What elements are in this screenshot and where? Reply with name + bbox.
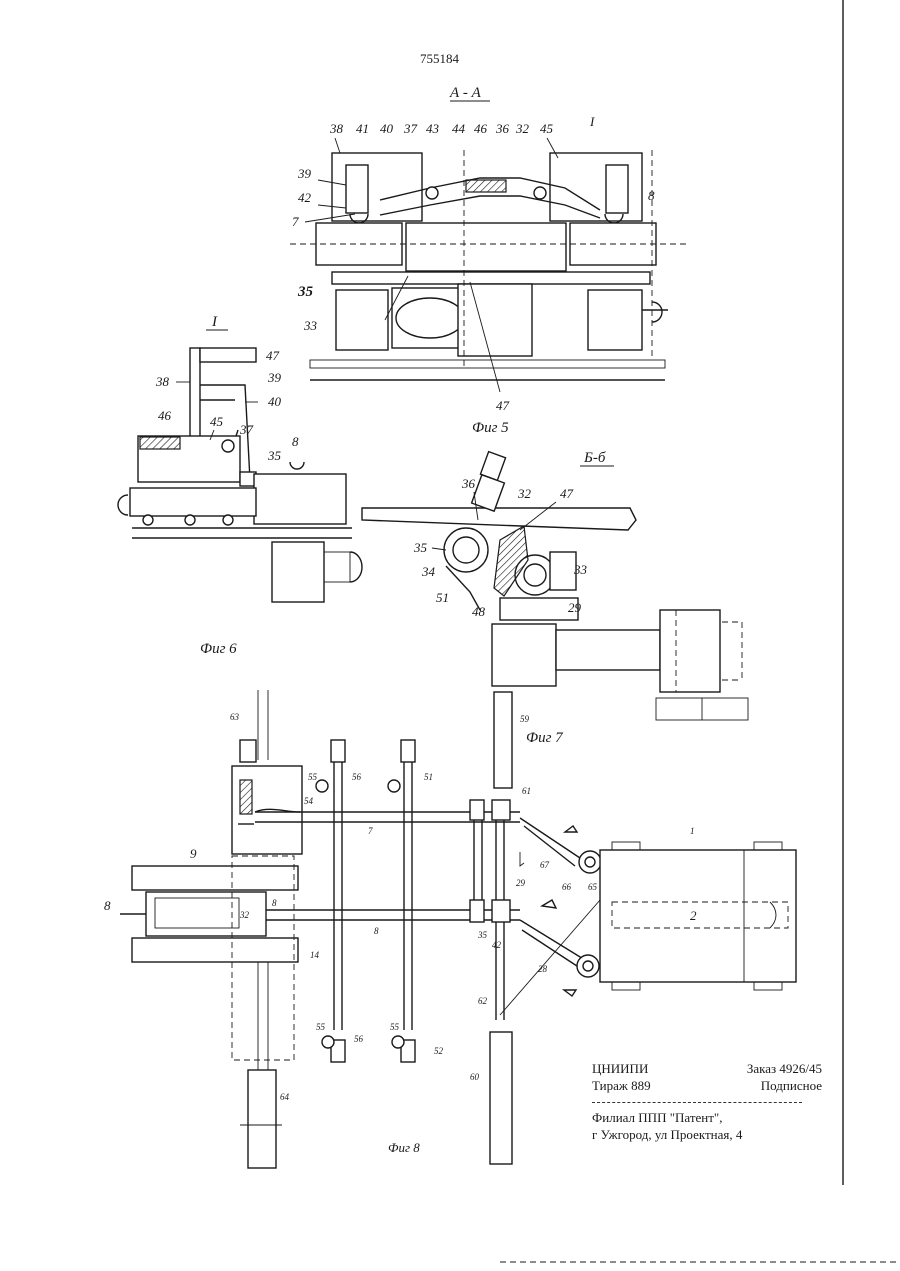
callout-label: 66 xyxy=(562,882,572,892)
callout-label: 40 xyxy=(268,394,282,409)
callout-label: 39 xyxy=(267,370,282,385)
callout-label: 33 xyxy=(303,318,318,333)
fig6-caption: Фиг 6 xyxy=(200,641,237,657)
callout-label: 47 xyxy=(266,348,280,363)
callout-label: 8 xyxy=(374,926,379,936)
fig5-drawing xyxy=(290,150,690,392)
callout-label: 33 xyxy=(573,562,588,577)
callout-label: 36 xyxy=(461,476,476,491)
fig7-drawing xyxy=(362,452,748,720)
callout-label: 62 xyxy=(478,996,488,1006)
callout-label: 60 xyxy=(470,1072,480,1082)
callout-label: 48 xyxy=(472,604,486,619)
callout-label: 14 xyxy=(310,950,320,960)
callout-label: 8 xyxy=(292,434,299,449)
callout-label: 45 xyxy=(210,414,224,429)
callout-label: 8 xyxy=(648,188,655,203)
callout-label: 59 xyxy=(520,714,530,724)
callout-label: 64 xyxy=(280,1092,290,1102)
callout-label: 8 xyxy=(272,898,277,908)
callout-label: 42 xyxy=(298,190,312,205)
callout-label: 37 xyxy=(403,121,418,136)
callout-label: 65 xyxy=(588,882,598,892)
imprint-order: Заказ 4926/45 xyxy=(747,1060,822,1077)
imprint-org: ЦНИИПИ xyxy=(592,1060,648,1077)
callout-label: 32 xyxy=(239,910,250,920)
callout-label: 38 xyxy=(155,374,170,389)
imprint-row-2: Тираж 889 Подписное xyxy=(592,1077,822,1094)
callout-label: 63 xyxy=(230,712,240,722)
callout-label: 51 xyxy=(424,772,433,782)
imprint-subscription: Подписное xyxy=(761,1077,822,1094)
callout-label: 44 xyxy=(452,121,466,136)
fig6-drawing xyxy=(118,348,362,602)
publication-imprint: ЦНИИПИ Заказ 4926/45 Тираж 889 Подписное… xyxy=(592,1060,822,1143)
callout-label: 46 xyxy=(158,408,172,423)
callout-label: 34 xyxy=(421,564,436,579)
callout-label: 43 xyxy=(426,121,440,136)
callout-label: 42 xyxy=(492,940,502,950)
imprint-address: г Ужгород, ул Проектная, 4 xyxy=(592,1126,822,1143)
callout-label: 32 xyxy=(517,486,532,501)
imprint-divider xyxy=(592,1102,802,1103)
imprint-branch: Филиал ППП "Патент", xyxy=(592,1109,822,1126)
callout-label: 35 xyxy=(297,284,314,300)
callout-label: 36 xyxy=(495,121,510,136)
callout-label: 7 xyxy=(368,826,373,836)
callout-label: 41 xyxy=(356,121,369,136)
callout-label: 47 xyxy=(560,486,574,501)
callout-label: 9 xyxy=(190,846,197,861)
callout-label: 55 xyxy=(308,772,318,782)
callout-label: 1 xyxy=(690,826,695,836)
imprint-circulation: Тираж 889 xyxy=(592,1077,651,1094)
callout-label: 46 xyxy=(474,121,488,136)
callout-label: 56 xyxy=(354,1034,364,1044)
callout-label: 56 xyxy=(352,772,362,782)
patent-number: 755184 xyxy=(420,51,460,66)
callout-label: 35 xyxy=(267,448,282,463)
callout-label: 67 xyxy=(540,860,550,870)
callout-label: 35 xyxy=(477,930,488,940)
callout-label: 55 xyxy=(316,1022,326,1032)
callout-label: I xyxy=(589,114,595,129)
callout-label: 55 xyxy=(390,1022,400,1032)
callout-label: 2 xyxy=(690,908,697,923)
section-bb-title: Б-б xyxy=(583,450,606,466)
detail-i-title: I xyxy=(211,314,218,330)
callout-label: 51 xyxy=(436,590,449,605)
callout-label: 35 xyxy=(413,540,428,555)
callout-label: 28 xyxy=(538,964,548,974)
callout-label: 52 xyxy=(434,1046,444,1056)
callout-label: 29 xyxy=(568,600,582,615)
callout-label: 39 xyxy=(297,166,312,181)
callout-label: 32 xyxy=(515,121,530,136)
callout-label: 61 xyxy=(522,786,531,796)
imprint-row-1: ЦНИИПИ Заказ 4926/45 xyxy=(592,1060,822,1077)
fig7-caption: Фиг 7 xyxy=(526,730,564,746)
section-aa-title: А - А xyxy=(449,85,482,101)
fig5-caption: Фиг 5 xyxy=(472,420,509,436)
callout-label: 54 xyxy=(304,796,314,806)
callout-label: 38 xyxy=(329,121,344,136)
callout-label: 7 xyxy=(292,214,299,229)
fig8-caption: Фиг 8 xyxy=(388,1140,420,1155)
callout-label: 29 xyxy=(516,878,526,888)
callout-label: 45 xyxy=(540,121,554,136)
callout-label: 37 xyxy=(239,422,254,437)
callout-label: 8 xyxy=(104,898,111,913)
callout-label: 47 xyxy=(496,398,510,413)
callout-label: 40 xyxy=(380,121,394,136)
